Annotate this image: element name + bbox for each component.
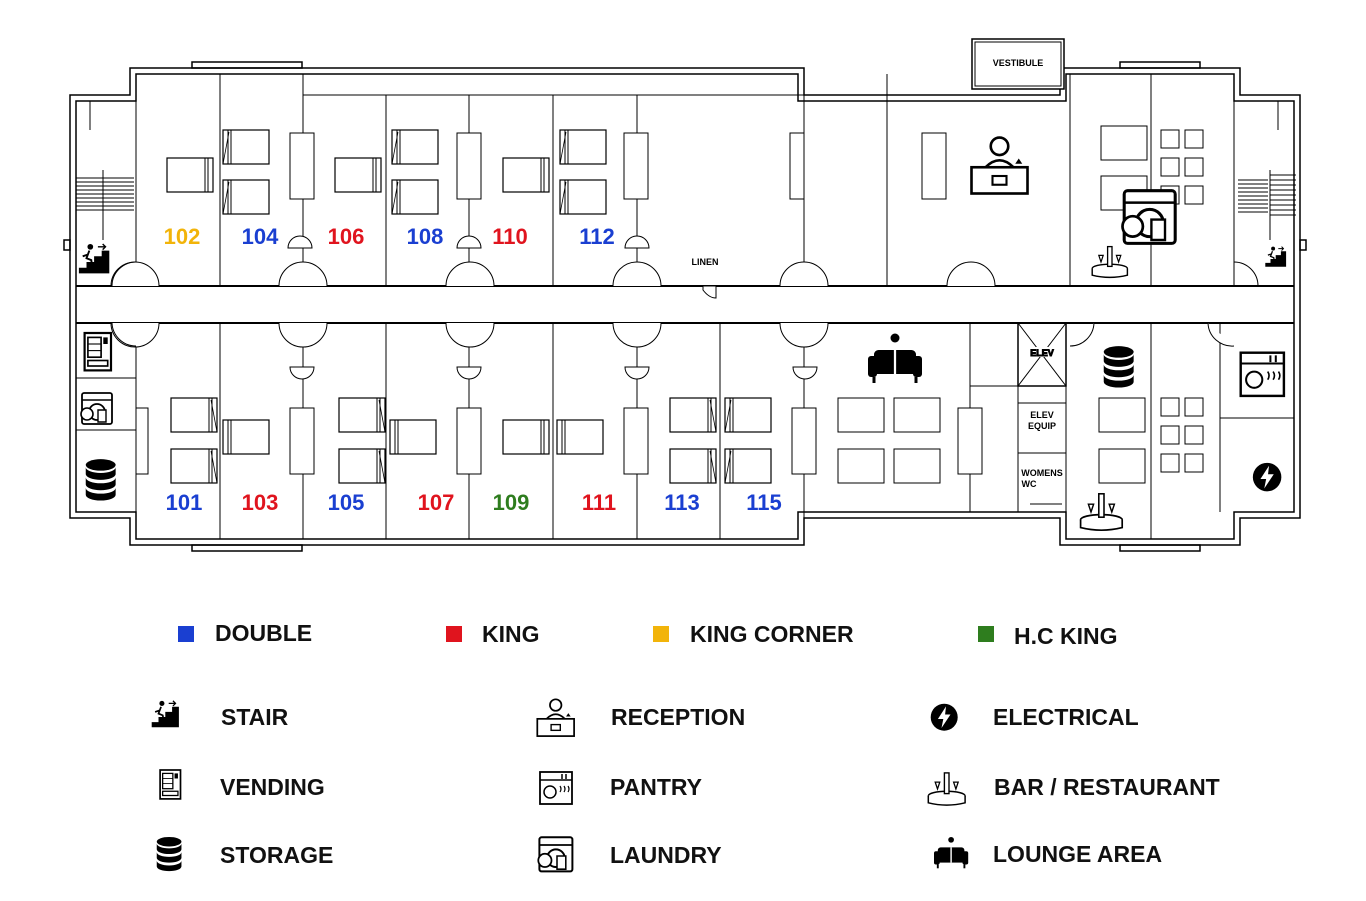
elev-equip-label-2: EQUIP <box>1028 421 1056 431</box>
vending-icon <box>83 331 113 372</box>
reception-icon <box>536 698 575 737</box>
room-113: 113 <box>664 490 700 515</box>
room-103: 103 <box>242 490 279 515</box>
room-106: 106 <box>328 224 365 249</box>
end-doors <box>111 261 1259 347</box>
legend-label-king: KING <box>482 621 540 647</box>
vestibule: VESTIBULE <box>971 38 1065 90</box>
furniture <box>837 125 1204 484</box>
vending-icon <box>159 769 182 800</box>
laundry-icon <box>80 392 113 425</box>
building-outline <box>63 61 1307 552</box>
vestibule-label: VESTIBULE <box>993 58 1044 68</box>
room-101: 101 <box>166 490 203 515</box>
lounge-icon <box>933 836 970 870</box>
elevator: ELEV <box>1017 322 1067 387</box>
legend-swatch-double <box>178 626 194 642</box>
laundry-icon <box>537 836 574 873</box>
legend-swatch-king <box>446 626 462 642</box>
room-111: 111 <box>582 490 616 515</box>
stair-icon <box>77 242 111 275</box>
womens-wc-label-1: WOMENS <box>1021 468 1063 478</box>
legend-label-stair: STAIR <box>221 704 289 730</box>
room-numbers: 102 104 106 108 110 112 101 103 105 107 … <box>164 224 782 515</box>
lounge-icon <box>866 332 924 385</box>
womens-wc-label-2: WC <box>1022 479 1037 489</box>
stair-treads-right <box>1238 101 1296 240</box>
reception-icon <box>970 136 1029 195</box>
legend-label-hc-king: H.C KING <box>1014 623 1118 649</box>
elev-label: ELEV <box>1030 348 1054 358</box>
room-105: 105 <box>328 490 365 515</box>
corridor-walls <box>76 285 1294 324</box>
room-102: 102 <box>164 224 201 249</box>
stair-treads-left <box>76 101 134 240</box>
electrical-icon <box>1252 462 1282 492</box>
room-110: 110 <box>492 224 528 249</box>
room-115: 115 <box>746 490 782 515</box>
legend-label-bar: BAR / RESTAURANT <box>994 774 1220 800</box>
legend-swatch-hc-king <box>978 626 994 642</box>
storage-icon <box>1103 346 1134 388</box>
room-104: 104 <box>242 224 279 249</box>
legend-label-laundry: LAUNDRY <box>610 842 722 868</box>
bar-restaurant-icon <box>1091 245 1129 279</box>
legend-label-storage: STORAGE <box>220 842 334 868</box>
legend-swatch-king-corner <box>653 626 669 642</box>
room-109: 109 <box>493 490 530 515</box>
legend-label-double: DOUBLE <box>215 620 313 646</box>
legend-label-lounge: LOUNGE AREA <box>993 841 1163 867</box>
corridor-doors <box>110 261 1235 348</box>
stair-icon <box>150 699 180 729</box>
bar-restaurant-icon <box>1079 492 1124 532</box>
storage-icon <box>156 836 182 872</box>
storage-icon <box>85 459 116 501</box>
pantry-icon <box>539 771 573 805</box>
closets <box>135 132 983 475</box>
bath-doors <box>287 235 818 380</box>
legend-label-electrical: ELECTRICAL <box>993 704 1139 730</box>
pantry-icon <box>1239 351 1286 398</box>
legend-label-king-corner: KING CORNER <box>690 621 854 647</box>
laundry-icon <box>1120 189 1177 245</box>
linen-label: LINEN <box>692 257 719 267</box>
legend-label-vending: VENDING <box>220 774 325 800</box>
bar-restaurant-icon <box>927 772 966 806</box>
room-107: 107 <box>418 490 455 515</box>
legend-label-pantry: PANTRY <box>610 774 702 800</box>
room-108: 108 <box>407 224 444 249</box>
legend-label-reception: RECEPTION <box>611 704 746 730</box>
elev-equip-label-1: ELEV <box>1030 410 1054 420</box>
stair-icon <box>1264 245 1287 268</box>
room-112: 112 <box>579 224 615 249</box>
electrical-icon <box>930 703 958 731</box>
